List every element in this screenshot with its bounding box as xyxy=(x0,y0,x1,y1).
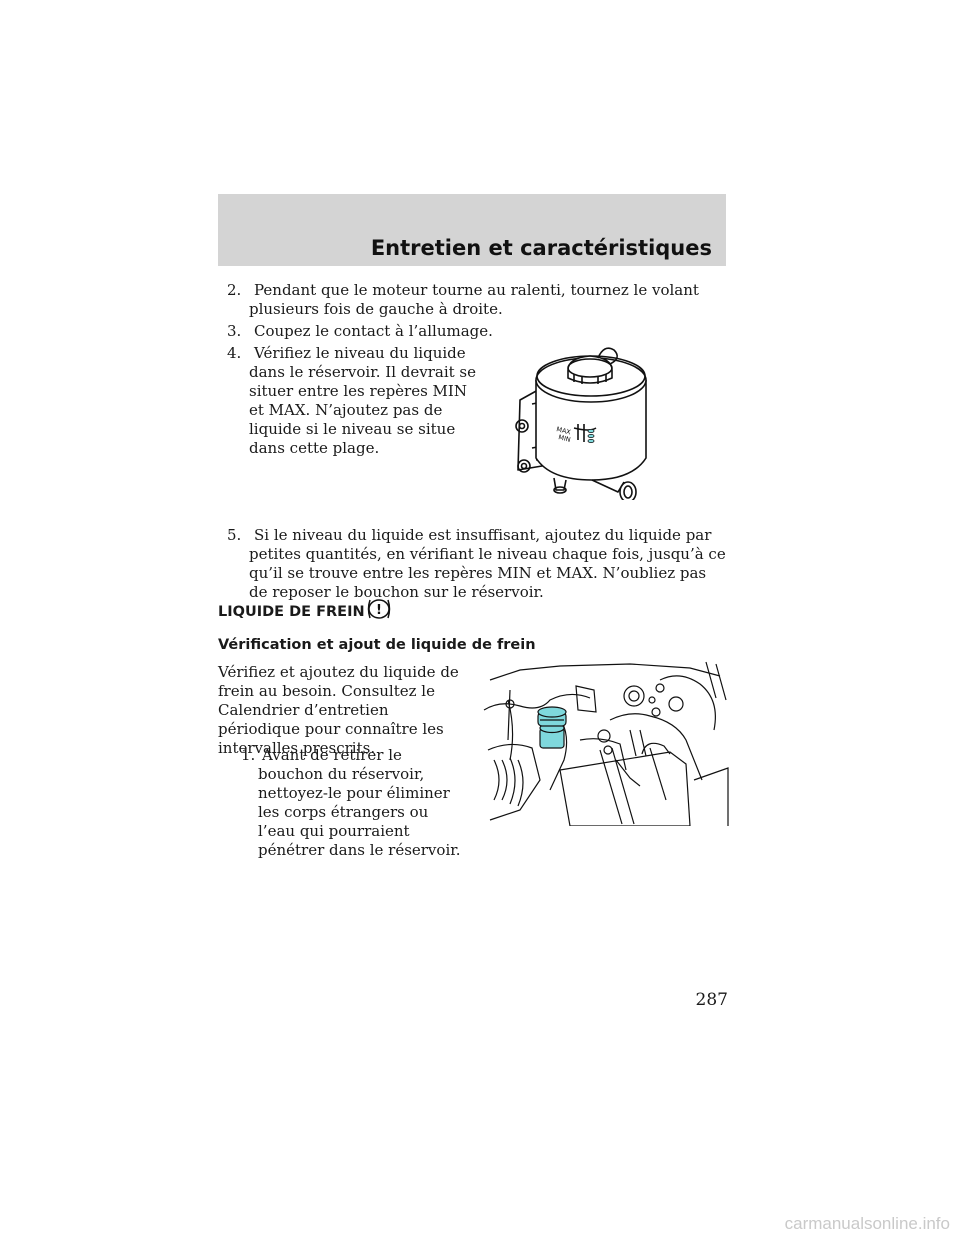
watermark: carmanualsonline.info xyxy=(784,1214,950,1233)
brake-step-1-number: 1. xyxy=(241,746,256,764)
header-band: Entretien et caractéristiques xyxy=(218,194,726,266)
brake-fluid-subheading: Vérification et ajout de liquide de frei… xyxy=(218,637,536,653)
step-4-text: Vérifiez le niveau du liquide dans le ré… xyxy=(249,344,476,457)
engine-compartment-illustration xyxy=(483,661,729,826)
svg-text:!: ! xyxy=(376,603,382,618)
page-title: Entretien et caractéristiques xyxy=(370,236,712,260)
brake-step-1-text: Avant de retirer le bouchon du réservoir… xyxy=(258,746,461,859)
step-5-text: Si le niveau du liquide est insuffisant,… xyxy=(249,526,726,601)
min-marker-label: MIN xyxy=(558,433,572,444)
brake-fluid-heading: LIQUIDE DE FREIN xyxy=(218,604,365,620)
power-steering-reservoir-illustration: MAX MIN xyxy=(515,347,647,500)
step-2-text: Pendant que le moteur tourne au ralenti,… xyxy=(249,281,699,318)
step-5-number: 5. xyxy=(227,526,242,544)
step-3-text: Coupez le contact à l’allumage. xyxy=(254,322,493,340)
step-2-number: 2. xyxy=(227,281,242,299)
warning-icon: ! xyxy=(367,599,391,619)
step-3-number: 3. xyxy=(227,322,242,340)
brake-fluid-intro: Vérifiez et ajoutez du liquide de frein … xyxy=(218,663,459,757)
max-marker-label: MAX xyxy=(556,425,573,436)
page-number: 287 xyxy=(695,990,728,1010)
step-4-number: 4. xyxy=(227,344,242,362)
